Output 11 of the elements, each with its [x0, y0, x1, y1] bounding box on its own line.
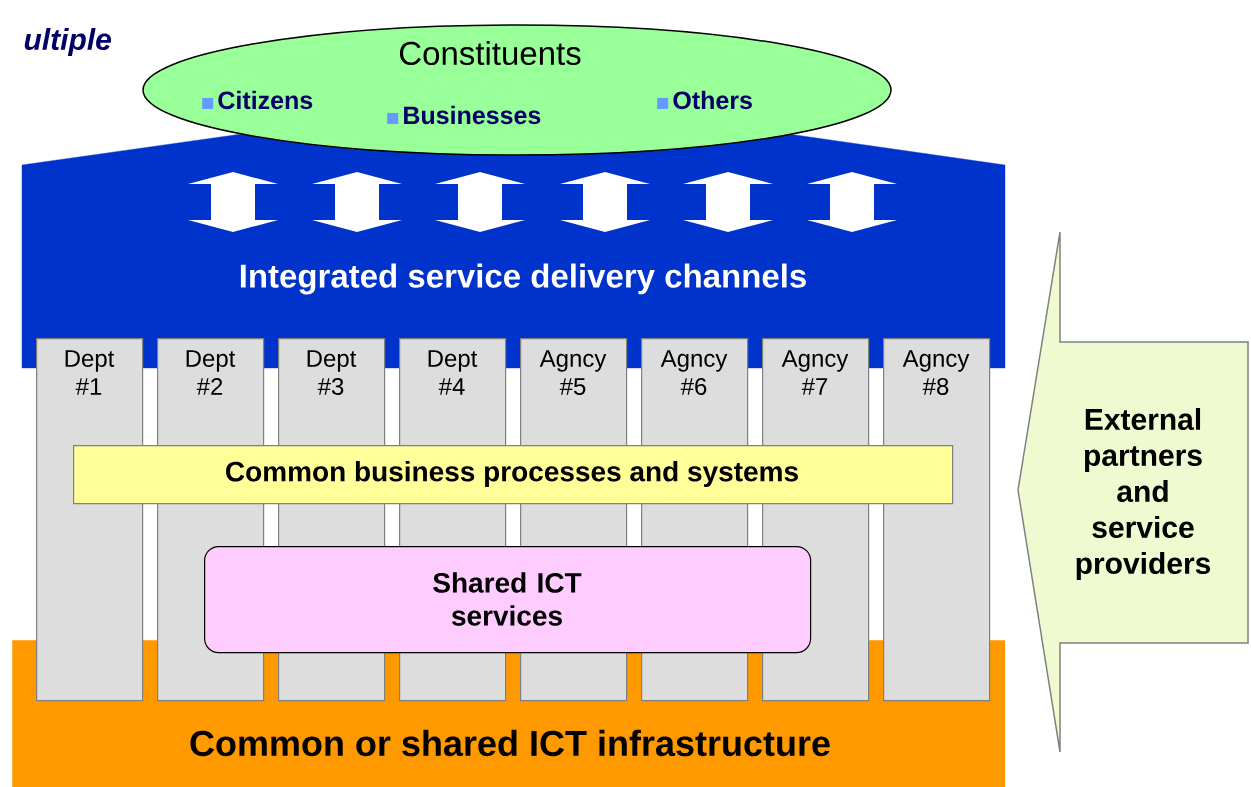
column-box: Agncy #8	[883, 338, 991, 702]
heading: Constituents	[399, 40, 581, 66]
process-bar: Common business processes and systems	[73, 445, 954, 505]
heading-fragment: ultiple	[24, 28, 111, 56]
bullet-item: Businesses	[387, 105, 541, 125]
bullet-item: Others	[657, 90, 752, 110]
rounded-box: Shared ICT services	[204, 546, 812, 654]
band-label: Common or shared ICT infrastructure	[190, 729, 830, 757]
column-box: Dept #1	[36, 338, 144, 702]
bullet-item: Citizens	[202, 90, 313, 110]
band-label: Integrated service delivery channels	[240, 263, 806, 295]
